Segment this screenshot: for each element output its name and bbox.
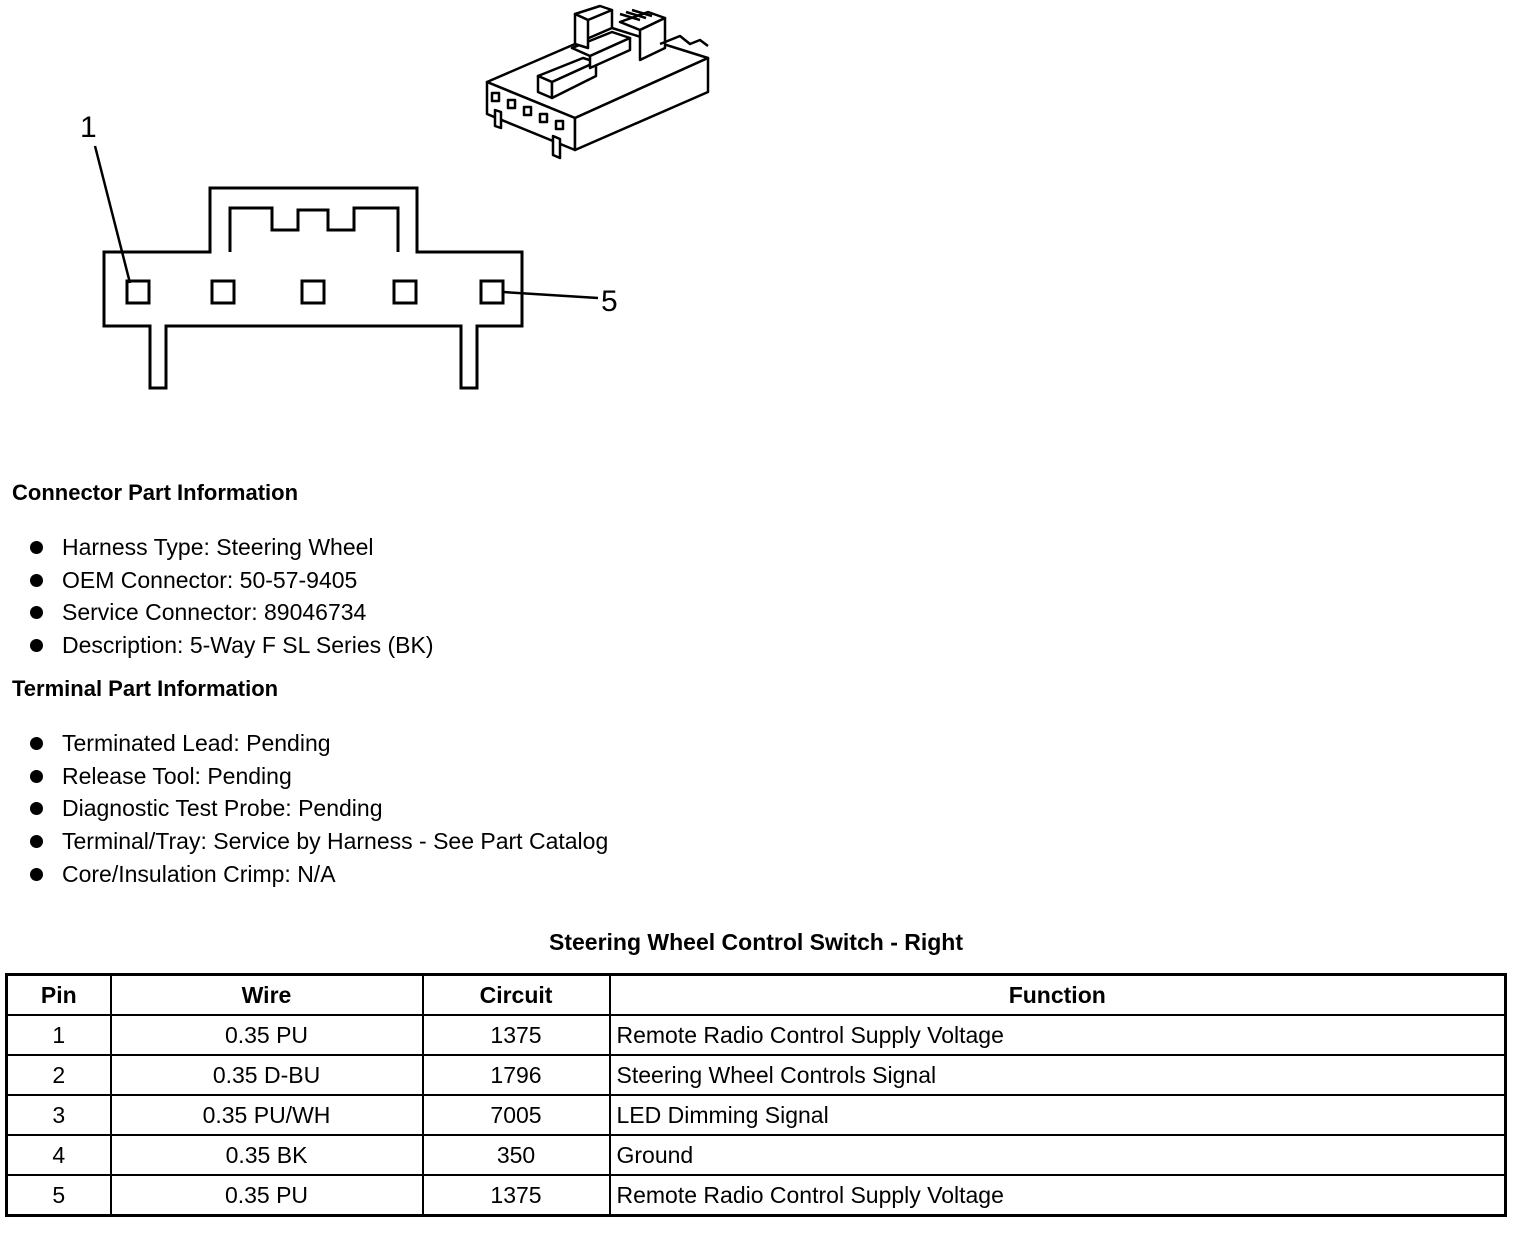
circuit-cell: 1375	[421, 1014, 611, 1056]
column-header-function: Function	[608, 973, 1507, 1016]
pin-5-label: 5	[601, 285, 618, 318]
connector-3d-view	[485, 4, 710, 160]
table-header-row: Pin Wire Circuit Function	[5, 973, 1507, 1016]
bullet-icon	[30, 867, 43, 881]
pin-cavity-3	[300, 279, 326, 305]
column-header-wire: Wire	[109, 973, 424, 1016]
pin-cavity-2	[210, 279, 236, 305]
pin-cell: 4	[5, 1134, 112, 1176]
list-item: Terminal/Tray: Service by Harness - See …	[30, 825, 608, 858]
list-item: OEM Connector: 50-57-9405	[30, 564, 434, 597]
pin-cell: 2	[5, 1054, 112, 1096]
list-item: Core/Insulation Crimp: N/A	[30, 858, 608, 891]
circuit-cell: 350	[421, 1134, 611, 1176]
list-item: Service Connector: 89046734	[30, 596, 434, 629]
terminal-info-heading: Terminal Part Information	[12, 676, 279, 701]
list-item: Description: 5-Way F SL Series (BK)	[30, 629, 434, 662]
pinout-table: Pin Wire Circuit Function 1 0.35 PU 1375…	[5, 973, 1507, 1217]
table-row: 2 0.35 D-BU 1796 Steering Wheel Controls…	[5, 1054, 1507, 1096]
pin-5-leader	[502, 290, 599, 300]
table-row: 4 0.35 BK 350 Ground	[5, 1134, 1507, 1176]
function-cell: Remote Radio Control Supply Voltage	[608, 1014, 1507, 1056]
wire-cell: 0.35 PU	[109, 1014, 424, 1056]
pin-cavity-1	[125, 279, 151, 305]
pin-cavity-4	[392, 279, 418, 305]
list-item: Diagnostic Test Probe: Pending	[30, 792, 608, 825]
table-title: Steering Wheel Control Switch - Right	[549, 929, 963, 955]
bullet-icon	[30, 835, 43, 849]
wire-cell: 0.35 PU	[109, 1174, 424, 1217]
bullet-icon	[30, 606, 43, 620]
wire-cell: 0.35 BK	[109, 1134, 424, 1176]
column-header-circuit: Circuit	[421, 973, 611, 1016]
table-row: 5 0.35 PU 1375 Remote Radio Control Supp…	[5, 1174, 1507, 1217]
pin-cell: 3	[5, 1094, 112, 1136]
function-cell: Remote Radio Control Supply Voltage	[608, 1174, 1507, 1217]
circuit-cell: 1375	[421, 1174, 611, 1217]
bullet-icon	[30, 769, 43, 783]
wire-cell: 0.35 D-BU	[109, 1054, 424, 1096]
bullet-icon	[30, 573, 43, 587]
connector-info-heading: Connector Part Information	[12, 480, 299, 505]
table-row: 3 0.35 PU/WH 7005 LED Dimming Signal	[5, 1094, 1507, 1136]
bullet-icon	[30, 737, 43, 750]
function-cell: Ground	[608, 1134, 1507, 1176]
pin-1-label: 1	[80, 111, 97, 144]
pin-cell: 1	[5, 1014, 112, 1056]
table-row: 1 0.35 PU 1375 Remote Radio Control Supp…	[5, 1014, 1507, 1056]
pin-1-leader	[93, 145, 132, 284]
connector-info-list: Harness Type: Steering Wheel OEM Connect…	[30, 531, 434, 662]
terminal-info-list: Terminated Lead: Pending Release Tool: P…	[30, 727, 608, 890]
wire-cell: 0.35 PU/WH	[109, 1094, 424, 1136]
list-item: Release Tool: Pending	[30, 760, 608, 793]
bullet-icon	[30, 639, 43, 653]
function-cell: LED Dimming Signal	[608, 1094, 1507, 1136]
pin-cell: 5	[5, 1174, 112, 1217]
circuit-cell: 1796	[421, 1054, 611, 1096]
function-cell: Steering Wheel Controls Signal	[608, 1054, 1507, 1096]
connector-front-view	[93, 145, 599, 390]
bullet-icon	[30, 802, 43, 816]
list-item: Terminated Lead: Pending	[30, 727, 608, 760]
bullet-icon	[30, 541, 43, 554]
connector-diagram: 1 5	[80, 4, 710, 390]
list-item: Harness Type: Steering Wheel	[30, 531, 434, 564]
column-header-pin: Pin	[5, 973, 112, 1016]
circuit-cell: 7005	[421, 1094, 611, 1136]
